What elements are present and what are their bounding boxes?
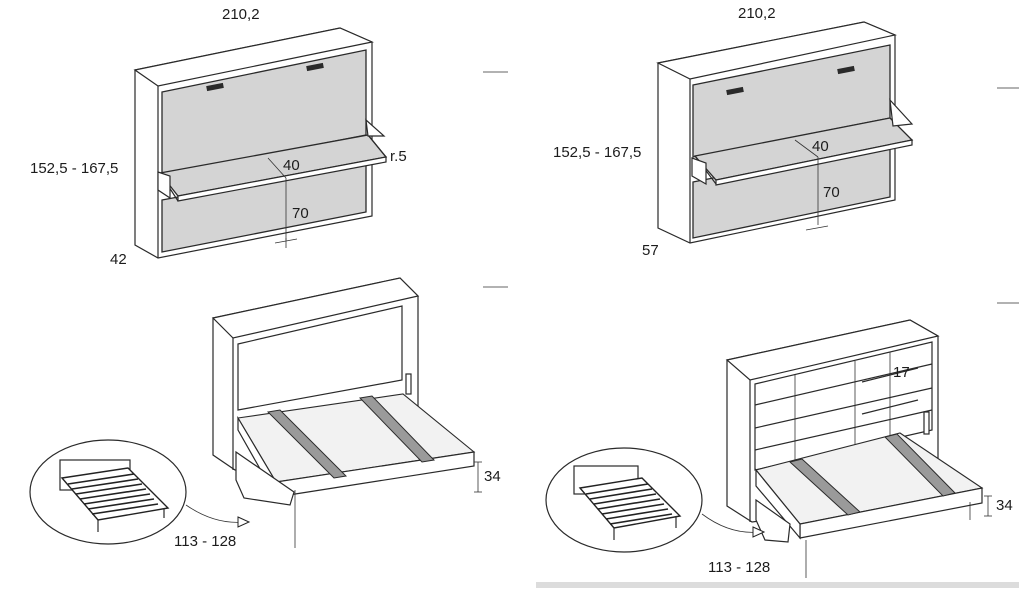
bottom-right-bed-height-label: 34 bbox=[996, 497, 1013, 514]
view-bottom-right-open-bed-shelves bbox=[545, 319, 992, 578]
top-right-desk-height-label: 70 bbox=[823, 184, 840, 201]
top-left-radius-label: r.5 bbox=[390, 148, 407, 165]
bottom-left-bed-length-label: 113 - 128 bbox=[174, 533, 236, 550]
top-right-desk-depth-label: 40 bbox=[812, 138, 829, 155]
view-top-left-closed-desk bbox=[133, 27, 388, 259]
top-left-height-label: 152,5 - 167,5 bbox=[30, 160, 118, 177]
top-left-depth-label: 42 bbox=[110, 251, 127, 268]
top-left-desk-height-label: 70 bbox=[292, 205, 309, 222]
slats-right bbox=[585, 483, 673, 525]
top-left-width-label: 210,2 bbox=[222, 6, 260, 23]
bottom-left-bed-height-label: 34 bbox=[484, 468, 501, 485]
top-right-width-label: 210,2 bbox=[738, 5, 776, 22]
view-bottom-left-open-bed bbox=[29, 277, 482, 548]
view-top-right-closed-desk bbox=[656, 21, 914, 244]
top-right-depth-label: 57 bbox=[642, 242, 659, 259]
bottom-right-shelf-depth-label: 17 bbox=[893, 364, 910, 381]
slats-left bbox=[67, 473, 159, 515]
bottom-right-bed-length-label: 113 - 128 bbox=[708, 559, 770, 576]
bottom-strip bbox=[536, 582, 1019, 588]
top-right-height-label: 152,5 - 167,5 bbox=[553, 144, 641, 161]
top-left-desk-depth-label: 40 bbox=[283, 157, 300, 174]
